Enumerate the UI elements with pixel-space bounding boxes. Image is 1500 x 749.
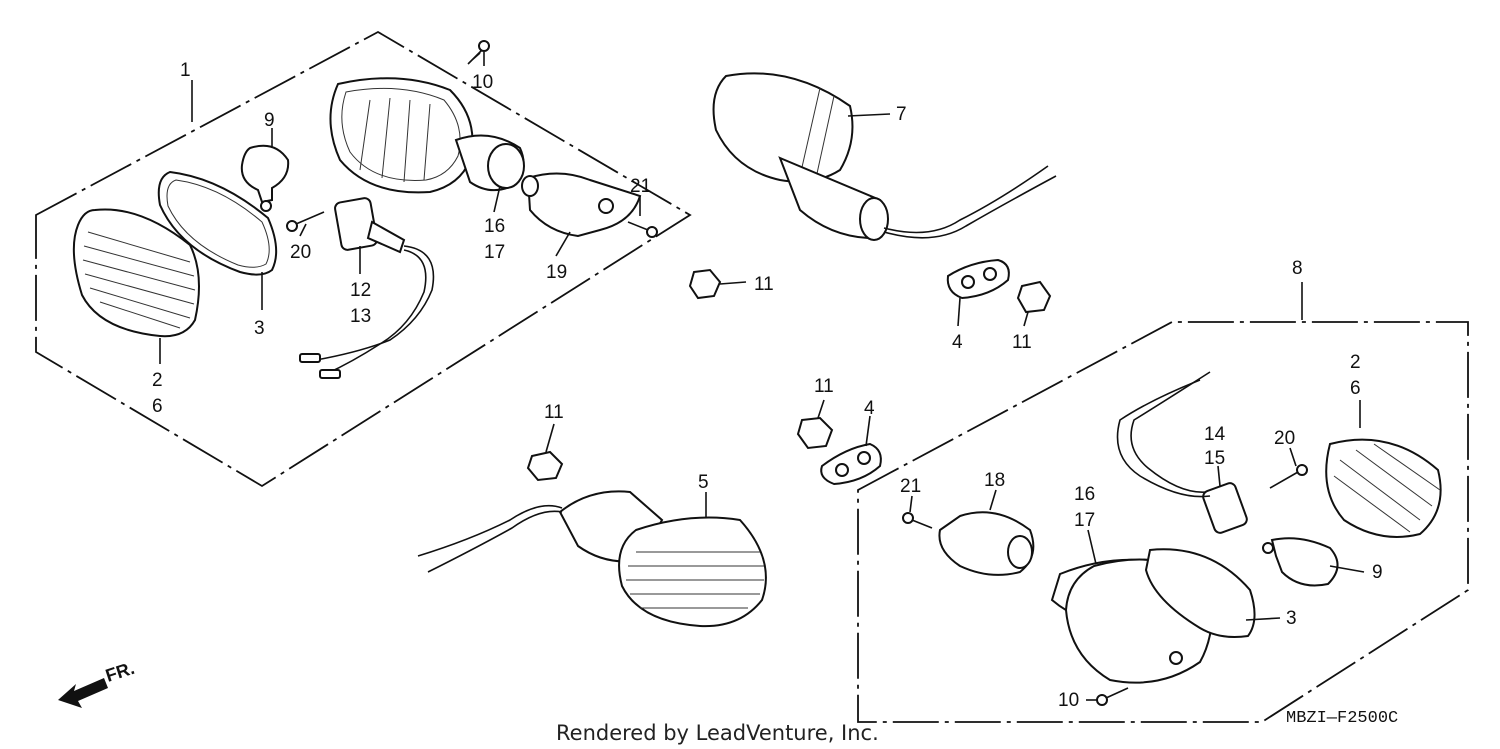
- stay-left[interactable]: [521, 172, 642, 238]
- label-5: 5: [698, 472, 709, 493]
- nut-11-d[interactable]: [526, 450, 564, 482]
- leader-lines: [159, 52, 1365, 701]
- label-12: 12: [350, 280, 371, 301]
- label-10-top: 10: [472, 72, 493, 93]
- label-14: 14: [1204, 424, 1226, 445]
- socket-left[interactable]: [299, 197, 435, 379]
- lens-right[interactable]: [1325, 438, 1442, 538]
- label-20-left: 20: [290, 242, 311, 263]
- label-9-left: 9: [264, 110, 275, 131]
- label-4-b: 4: [864, 398, 875, 419]
- label-2-right: 2: [1350, 352, 1361, 373]
- label-6-left: 6: [152, 396, 163, 417]
- gasket-left[interactable]: [157, 170, 278, 276]
- bulb-right[interactable]: [1262, 537, 1339, 587]
- nut-11-b[interactable]: [1016, 280, 1052, 314]
- credit-text: Rendered by LeadVenture, Inc.: [556, 721, 879, 745]
- socket-right[interactable]: [1116, 371, 1249, 534]
- label-3-right: 3: [1286, 608, 1297, 629]
- label-16-left: 16: [484, 216, 505, 237]
- winker-5[interactable]: [417, 490, 767, 628]
- label-19: 19: [546, 262, 567, 283]
- nut-11-c[interactable]: [796, 416, 834, 450]
- screw-21-right[interactable]: [902, 512, 933, 529]
- bulb-left[interactable]: [240, 144, 290, 212]
- diagram-code: MBZI—F2500C: [1286, 709, 1398, 728]
- plate-4-b[interactable]: [820, 442, 882, 486]
- label-17-right: 17: [1074, 510, 1095, 531]
- assembly-8-outline: [857, 321, 1469, 723]
- label-2-left: 2: [152, 370, 163, 391]
- winker-7[interactable]: [712, 72, 1057, 241]
- lens-left[interactable]: [72, 208, 200, 338]
- nut-11-a[interactable]: [688, 268, 722, 300]
- label-17-left: 17: [484, 242, 505, 263]
- label-10-right: 10: [1058, 690, 1079, 711]
- label-21-right: 21: [900, 476, 921, 497]
- screw-10-right[interactable]: [1096, 687, 1129, 706]
- screw-20-left[interactable]: [286, 211, 325, 232]
- label-3-left: 3: [254, 318, 265, 339]
- label-13: 13: [350, 306, 371, 327]
- plate-4-a[interactable]: [946, 258, 1010, 300]
- screw-10-top[interactable]: [467, 40, 490, 65]
- label-11-d: 11: [544, 402, 564, 423]
- label-11-c: 11: [814, 376, 834, 397]
- screw-21-left[interactable]: [627, 221, 658, 238]
- label-11-a: 11: [754, 274, 774, 295]
- label-8: 8: [1292, 258, 1303, 279]
- label-1: 1: [180, 60, 191, 81]
- label-11-b: 11: [1012, 332, 1032, 353]
- gasket-right[interactable]: [1144, 548, 1256, 638]
- label-15: 15: [1204, 448, 1225, 469]
- label-9-right: 9: [1372, 562, 1383, 583]
- label-20-right: 20: [1274, 428, 1295, 449]
- front-label: FR.: [103, 658, 137, 686]
- housing-left[interactable]: [329, 77, 525, 194]
- part-labels: 1 2 6 3 9 10 12 13 16 17 19 20 21 7 11 4…: [152, 60, 1383, 711]
- label-21-left: 21: [630, 176, 651, 197]
- label-6-right: 6: [1350, 378, 1361, 399]
- assembly-1-outline: [35, 30, 692, 488]
- screw-20-right[interactable]: [1269, 464, 1308, 489]
- label-18: 18: [984, 470, 1005, 491]
- label-16-right: 16: [1074, 484, 1095, 505]
- stay-right[interactable]: [938, 511, 1035, 576]
- front-arrow-icon: [58, 678, 108, 708]
- label-4-a: 4: [952, 332, 963, 353]
- label-7: 7: [896, 104, 907, 125]
